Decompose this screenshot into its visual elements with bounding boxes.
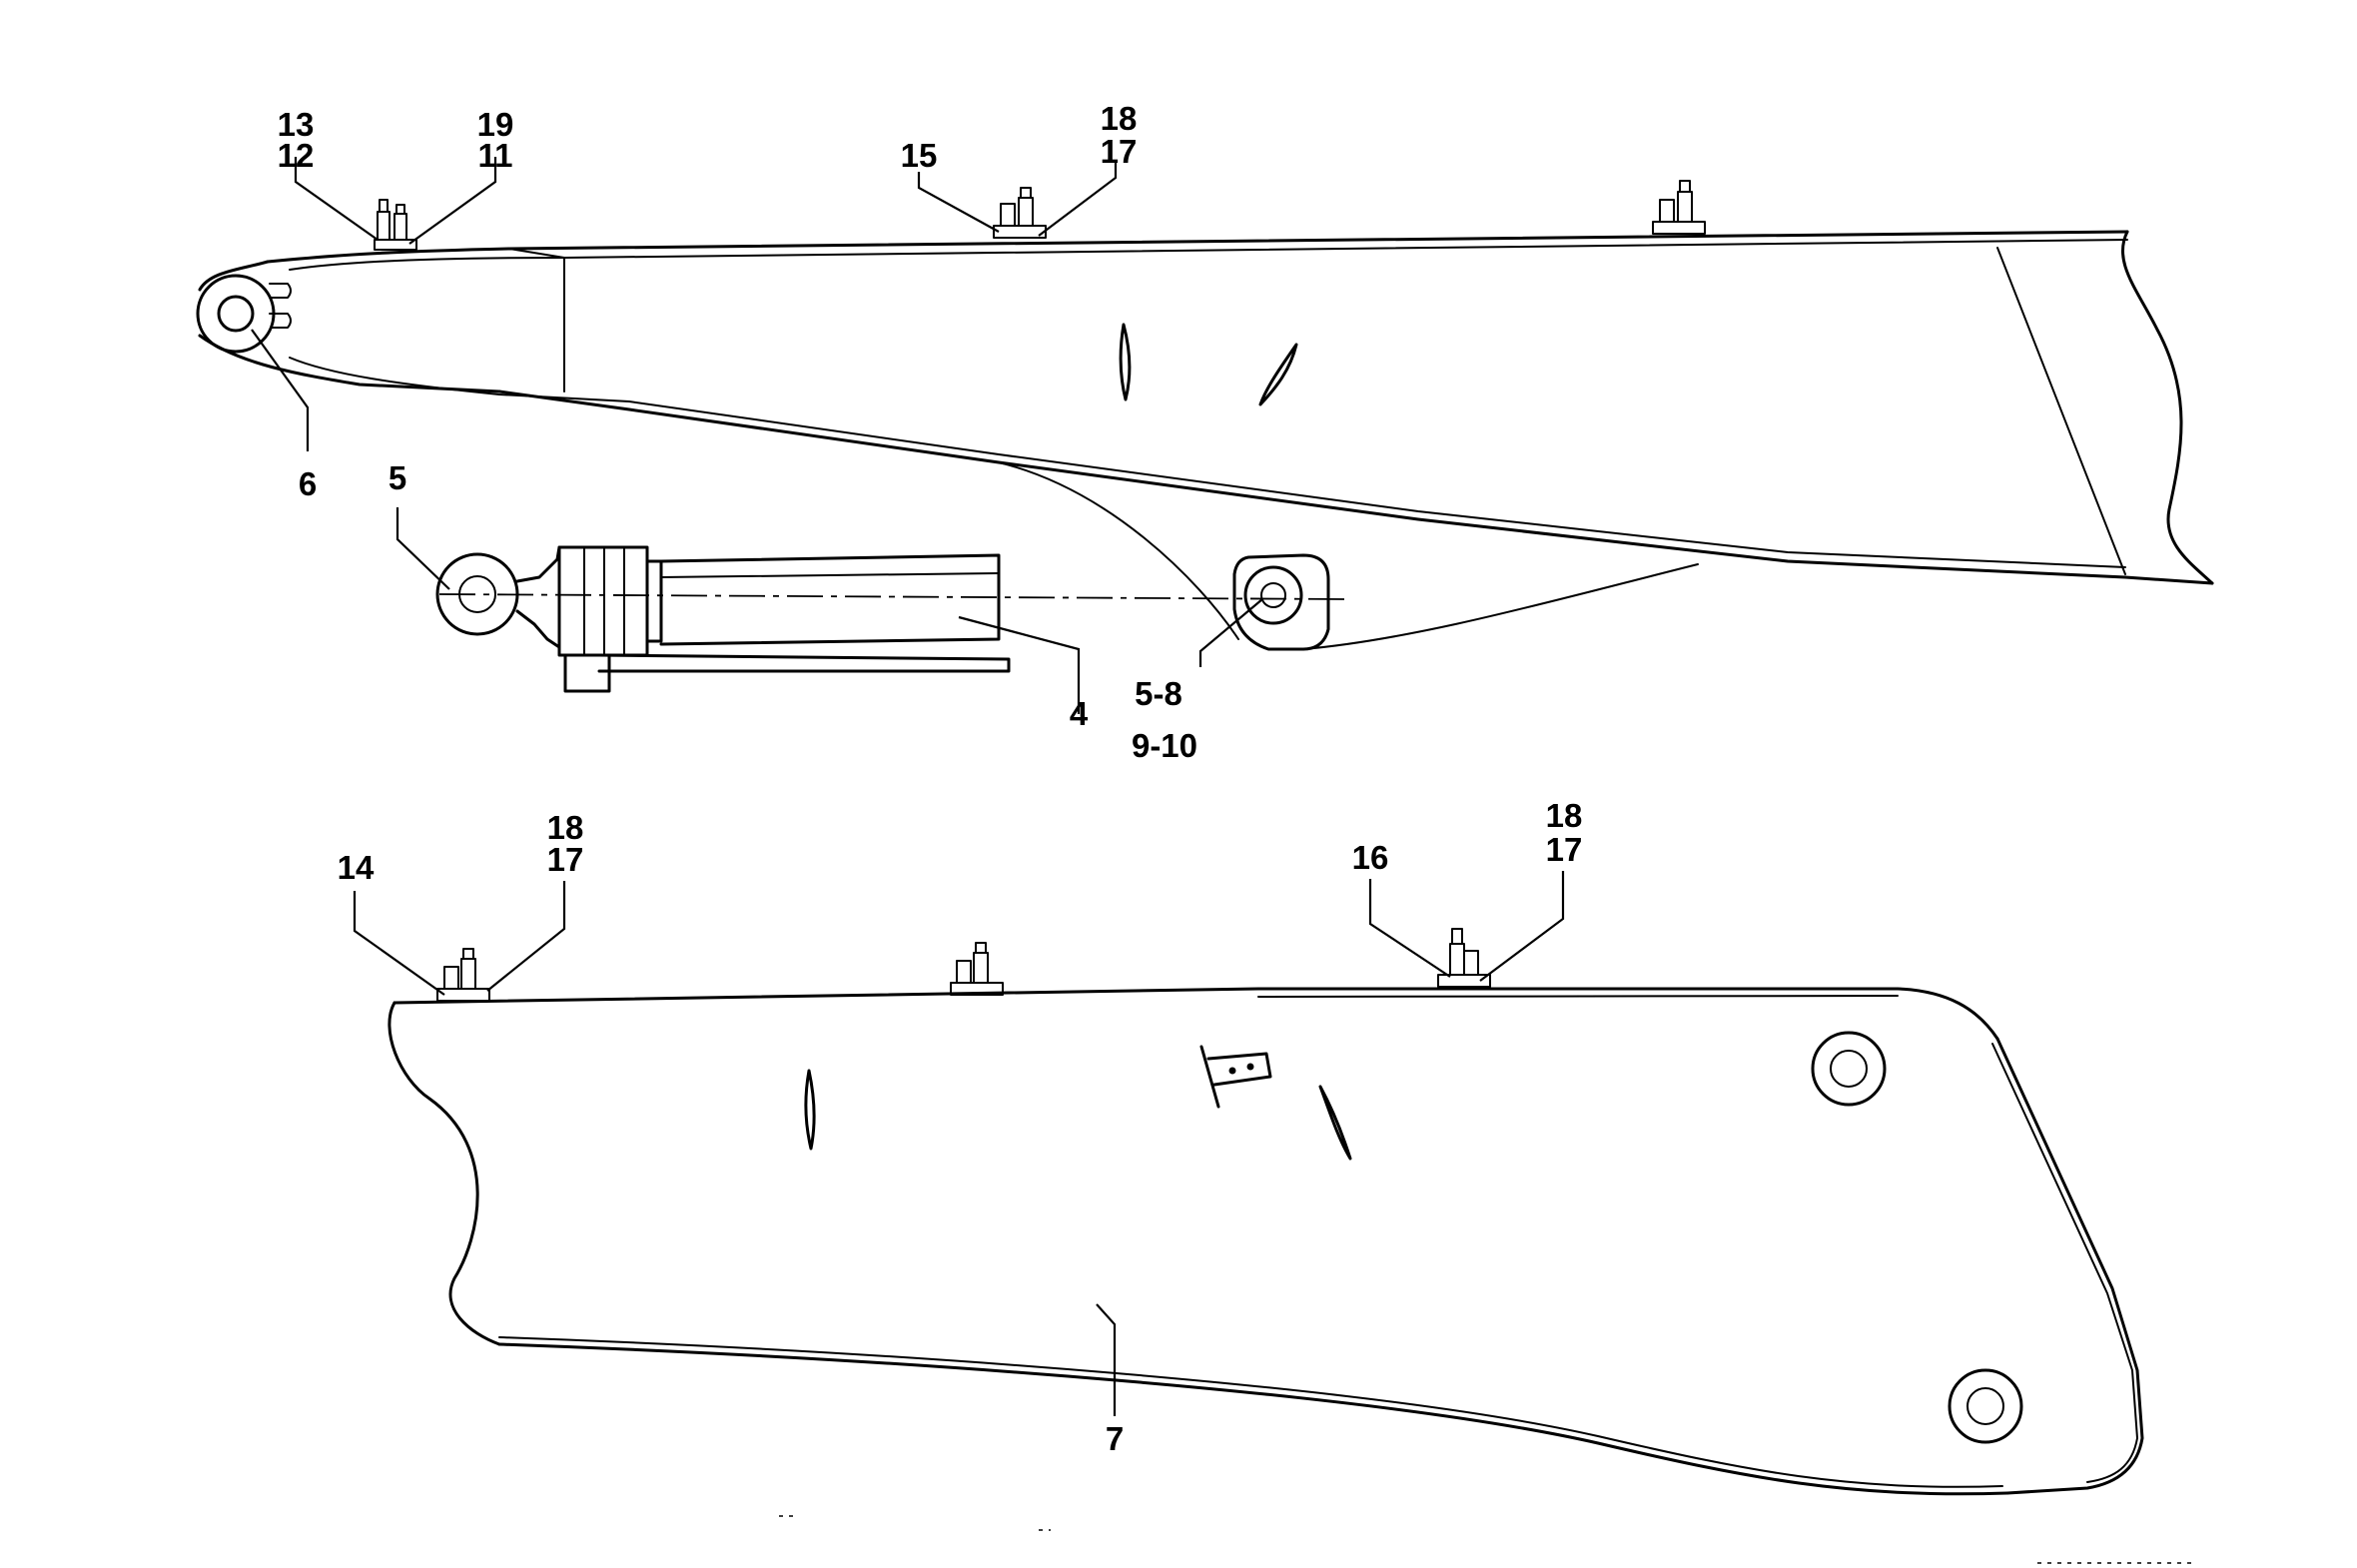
callout-12: 12 xyxy=(278,137,315,174)
callout-15: 15 xyxy=(901,137,938,174)
callout-7: 7 xyxy=(1106,1420,1124,1457)
callout-labels: 13 12 19 11 15 18 17 6 5 4 5-8 9-10 14 1… xyxy=(278,100,1583,1457)
callout-9-10: 9-10 xyxy=(1132,727,1197,764)
callout-11: 11 xyxy=(478,137,513,174)
fitting-bottom-mid xyxy=(950,942,1004,996)
lower-boom xyxy=(388,987,2144,1496)
fitting-top-left xyxy=(374,199,417,251)
callout-6: 6 xyxy=(299,465,317,502)
callout-17-top: 17 xyxy=(1101,133,1138,170)
grease-fittings-bottom xyxy=(436,928,1491,1002)
callout-19: 19 xyxy=(477,106,514,143)
callout-17-bottom-left: 17 xyxy=(547,841,584,878)
callout-4: 4 xyxy=(1070,695,1089,732)
cylinder-bracket xyxy=(998,461,1699,651)
callout-16: 16 xyxy=(1352,839,1389,876)
callout-18-top: 18 xyxy=(1101,100,1138,137)
fitting-bottom-left xyxy=(436,948,490,1002)
callout-17-bottom-mid: 17 xyxy=(1546,831,1583,868)
leader-lines xyxy=(251,157,1565,1416)
fitting-top-mid xyxy=(993,187,1047,239)
upper-arm xyxy=(196,230,2214,585)
callout-18-bottom-mid: 18 xyxy=(1546,797,1583,834)
callout-13: 13 xyxy=(278,106,315,143)
callout-14: 14 xyxy=(338,849,375,886)
scan-artifacts xyxy=(779,1515,2197,1564)
callout-5: 5 xyxy=(389,459,406,496)
callout-18-bottom-left: 18 xyxy=(547,809,584,846)
hydraulic-cylinder xyxy=(435,545,1349,693)
callout-5-8: 5-8 xyxy=(1135,675,1182,712)
fitting-bottom-right xyxy=(1437,928,1491,988)
fitting-top-right xyxy=(1652,180,1706,235)
